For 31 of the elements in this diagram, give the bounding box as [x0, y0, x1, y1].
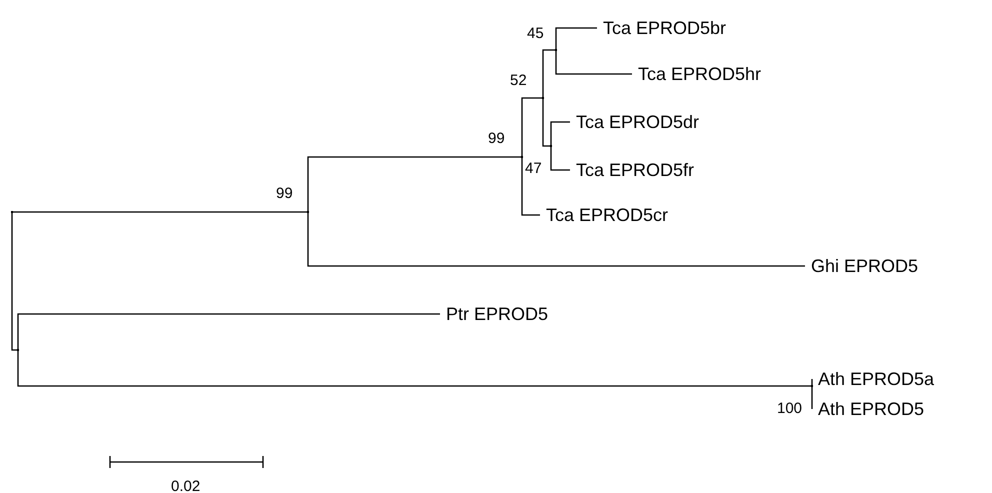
tree-branch	[521, 97, 543, 157]
tree-branch	[555, 50, 632, 75]
tree-branch	[550, 146, 570, 171]
taxon-label: Tca EPROD5dr	[570, 111, 700, 133]
tree-branch	[550, 121, 570, 146]
taxon-label: Ath EPROD5a	[812, 368, 934, 390]
tree-branch	[811, 386, 813, 410]
bootstrap-value: 100	[777, 400, 802, 417]
tree-branch	[555, 27, 597, 50]
tree-branch	[542, 49, 556, 98]
tree-branch	[11, 211, 308, 213]
taxon-label: Ath EPROD5	[812, 398, 924, 420]
taxon-label: Ptr EPROD5	[440, 303, 548, 325]
tree-branch	[542, 98, 551, 147]
bootstrap-value: 47	[525, 160, 542, 177]
tree-branch	[17, 313, 440, 350]
bootstrap-value: 52	[510, 72, 527, 89]
bootstrap-value: 99	[488, 130, 505, 147]
bootstrap-value: 99	[276, 185, 293, 202]
taxon-label: Tca EPROD5fr	[570, 159, 694, 181]
bootstrap-value: 45	[527, 25, 544, 42]
tree-branch	[11, 212, 18, 351]
scale-value: 0.02	[171, 478, 200, 493]
tree-branch	[307, 156, 522, 212]
taxon-label: Tca EPROD5hr	[632, 63, 762, 85]
tree-branch	[17, 350, 812, 387]
tree-branch	[521, 157, 540, 216]
taxon-label: Tca EPROD5br	[597, 17, 726, 39]
taxon-label: Tca EPROD5cr	[540, 204, 668, 226]
taxon-label: Ghi EPROD5	[805, 255, 918, 277]
tree-branch	[307, 212, 805, 267]
